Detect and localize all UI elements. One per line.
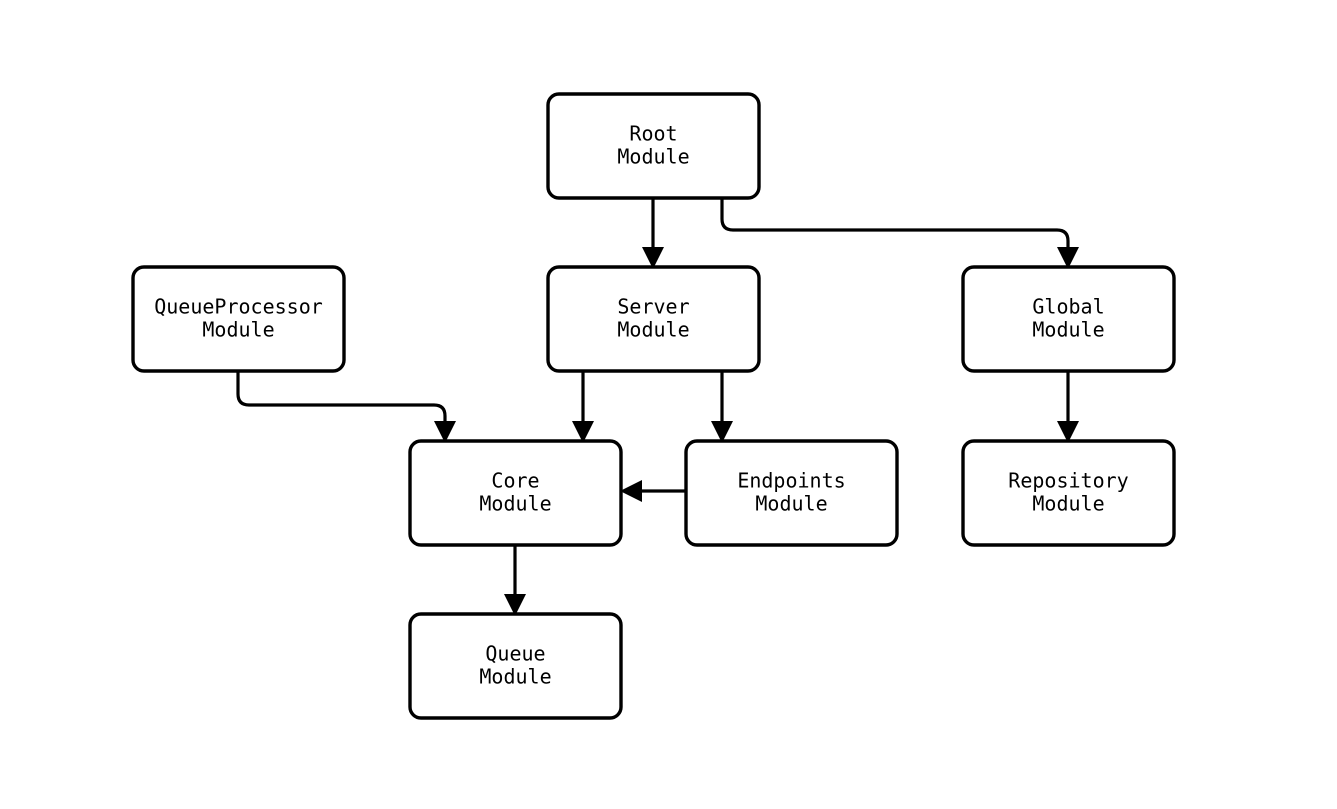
node-rect[interactable] [684, 439, 899, 547]
nodes-layer: RootModuleQueueProcessorModuleServerModu… [131, 92, 1176, 720]
node-label-line1: Endpoints [737, 469, 845, 493]
arrowhead-icon [504, 594, 526, 616]
node-label-line1: Root [629, 122, 677, 146]
edge-queueprocessor-core [236, 371, 456, 443]
node-label-line1: Queue [485, 642, 545, 666]
arrowhead-icon [572, 421, 594, 443]
edge-root-server [642, 198, 664, 269]
node-label-line1: QueueProcessor [154, 295, 323, 319]
node-label-line2: Module [202, 318, 274, 342]
arrowhead-icon [434, 421, 456, 443]
arrowhead-icon [1057, 247, 1079, 269]
node-label-line1: Global [1032, 295, 1104, 319]
node-rect[interactable] [961, 265, 1176, 373]
edge-line [720, 198, 1070, 256]
node-label-line2: Module [1032, 318, 1104, 342]
node-rect[interactable] [131, 265, 346, 373]
node-rect[interactable] [408, 439, 623, 547]
edge-line [236, 371, 447, 430]
node-rect[interactable] [408, 612, 623, 720]
node-rect[interactable] [546, 265, 761, 373]
node-label-line1: Server [617, 295, 689, 319]
node-label-line2: Module [617, 145, 689, 169]
edge-root-global [720, 198, 1079, 269]
node-label-line2: Module [479, 665, 551, 689]
node-label-line2: Module [479, 492, 551, 516]
edge-server-core [572, 371, 594, 443]
node-rect[interactable] [546, 92, 761, 200]
edge-endpoints-core [620, 480, 686, 502]
node-label-line1: Core [491, 469, 539, 493]
arrowhead-icon [711, 421, 733, 443]
edge-global-repository [1057, 371, 1079, 443]
node-label-line2: Module [1032, 492, 1104, 516]
arrowhead-icon [642, 247, 664, 269]
arrowhead-icon [1057, 421, 1079, 443]
edge-server-endpoints [711, 371, 733, 443]
edges-layer [236, 198, 1079, 616]
node-label-line2: Module [617, 318, 689, 342]
node-rect[interactable] [961, 439, 1176, 547]
arrowhead-icon [620, 480, 642, 502]
edge-core-queue [504, 545, 526, 616]
node-label-line2: Module [755, 492, 827, 516]
node-label-line1: Repository [1008, 469, 1128, 493]
